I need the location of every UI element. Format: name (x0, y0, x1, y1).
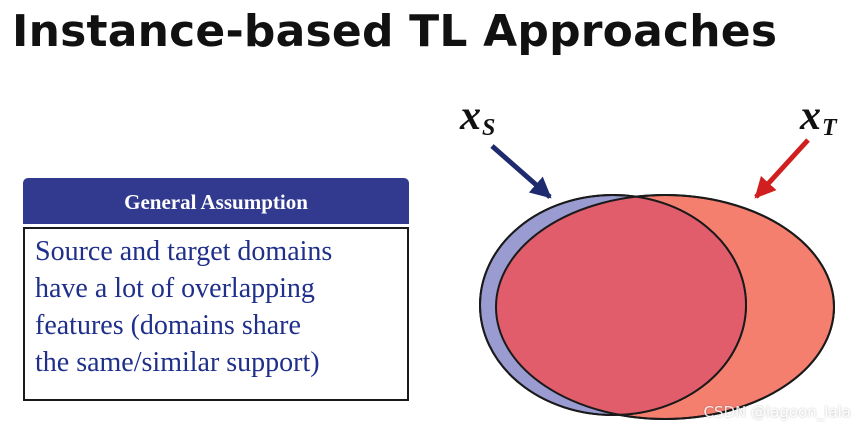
assumption-line: Source and target domains (35, 236, 333, 267)
source-domain-label: xS (459, 93, 495, 141)
source-label-main: x (459, 93, 481, 139)
assumption-line: features (domains share (35, 310, 301, 341)
general-assumption-box: General Assumption Source and target dom… (23, 178, 409, 401)
overlap-region (496, 195, 746, 415)
assumption-line: the same/similar support) (35, 347, 320, 378)
target-label-main: x (799, 93, 821, 139)
domain-overlap-diagram: xS xT (459, 93, 838, 420)
source-label-subscript: S (482, 115, 495, 141)
assumption-line: have a lot of overlapping (35, 273, 315, 304)
source-arrow (490, 144, 552, 199)
general-assumption-text: Source and target domains have a lot of … (23, 227, 409, 401)
target-label-subscript: T (822, 115, 838, 141)
watermark: CSDN @lagoon_lala (703, 403, 852, 421)
general-assumption-header: General Assumption (23, 178, 409, 224)
target-domain-outline (495, 194, 835, 420)
slide-title: Instance-based TL Approaches (12, 6, 778, 57)
target-arrow (754, 138, 810, 199)
source-domain-outline (479, 194, 747, 416)
target-domain-label: xT (799, 93, 838, 141)
